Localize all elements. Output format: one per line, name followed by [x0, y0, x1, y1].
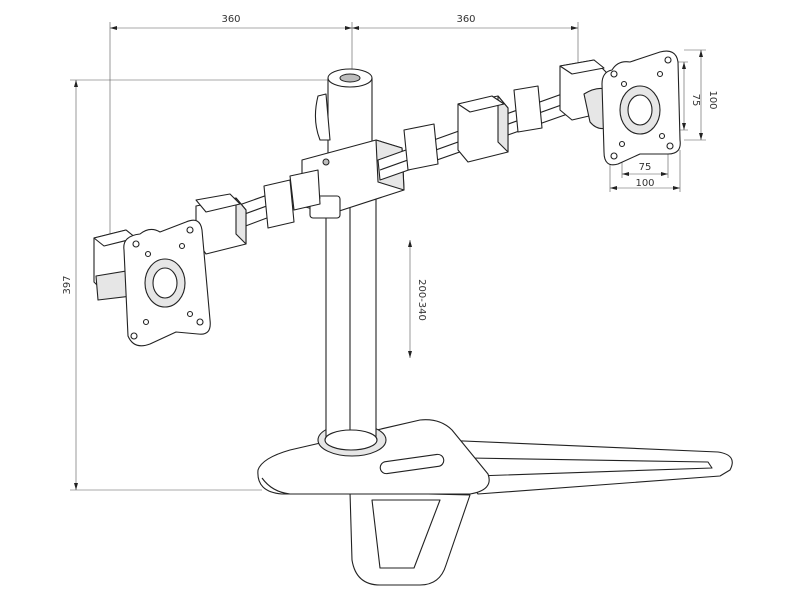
- stand-base: [257, 419, 733, 586]
- right-arm-length-label: 360: [456, 14, 475, 25]
- right-vesa-plate: [601, 50, 681, 166]
- left-vesa-plate: [123, 219, 211, 347]
- vesa-horizontal-large-label: 100: [635, 178, 654, 189]
- vesa-horizontal-small-label: 75: [639, 162, 652, 173]
- dimension-lines: [70, 22, 706, 491]
- right-arm: [377, 59, 615, 181]
- total-height-label: 397: [62, 275, 73, 294]
- vesa-vertical-large-label: 100: [707, 90, 718, 109]
- support-pole: [314, 68, 387, 457]
- vesa-vertical-small-label: 75: [690, 94, 701, 107]
- left-arm-length-label: 360: [221, 14, 240, 25]
- adjustable-height-label: 200-340: [416, 279, 427, 321]
